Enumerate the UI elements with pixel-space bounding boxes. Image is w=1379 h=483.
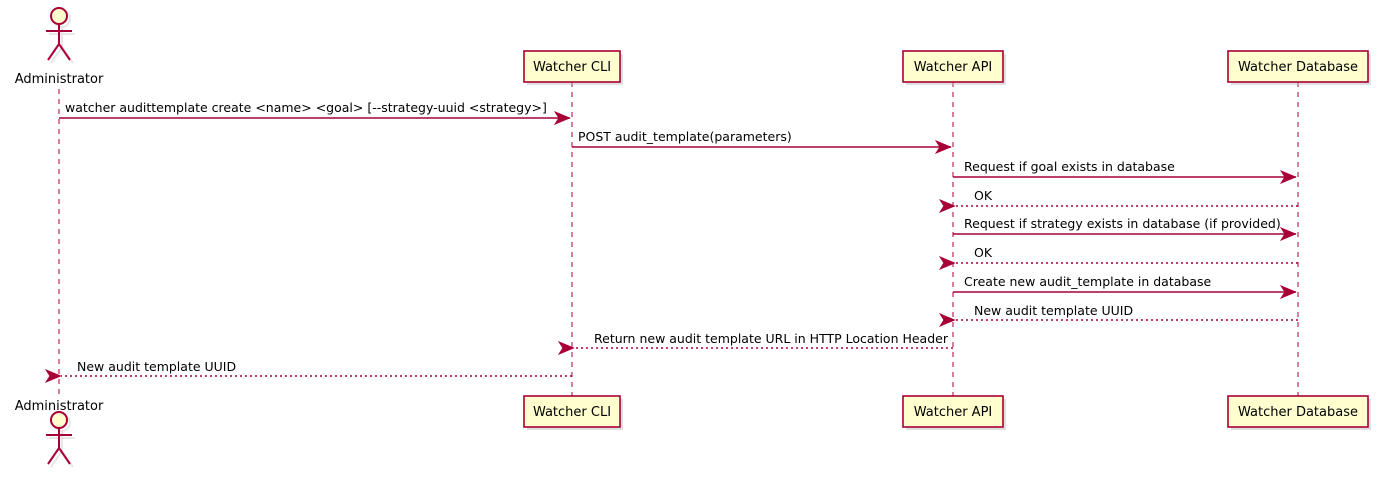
message-label-10: New audit template UUID bbox=[77, 359, 236, 374]
actor-leg-left bbox=[47, 447, 60, 465]
participant-boxes-top-group: Watcher CLI Watcher API Watcher Database bbox=[523, 50, 1371, 85]
message-6[interactable]: OK bbox=[938, 245, 1298, 270]
message-9[interactable]: Return new audit template URL in HTTP Lo… bbox=[557, 331, 953, 355]
message-4[interactable]: OK bbox=[938, 188, 1298, 213]
message-label-8: New audit template UUID bbox=[974, 303, 1133, 318]
actor-head-icon bbox=[50, 7, 68, 25]
messages-group: watcher audittemplate create <name> <goa… bbox=[44, 100, 1298, 383]
message-label-4: OK bbox=[974, 188, 993, 203]
participant-box-rect bbox=[902, 395, 1004, 428]
message-8[interactable]: New audit template UUID bbox=[938, 303, 1298, 327]
actor-head-icon bbox=[50, 411, 68, 429]
actor-administrator-top[interactable]: Administrator bbox=[15, 7, 104, 87]
message-2[interactable]: POST audit_template(parameters) bbox=[572, 129, 952, 154]
actors-bottom-group: Administrator bbox=[15, 399, 104, 468]
actor-leg-left bbox=[47, 43, 60, 61]
actor-administrator-bottom[interactable]: Administrator bbox=[15, 399, 104, 468]
participant-box-watcher-api-bottom[interactable]: Watcher API bbox=[902, 395, 1006, 430]
message-label-6: OK bbox=[974, 245, 993, 260]
actor-leg-right bbox=[58, 43, 71, 61]
message-label-2: POST audit_template(parameters) bbox=[578, 129, 792, 144]
participant-box-watcher-database-top[interactable]: Watcher Database bbox=[1227, 50, 1371, 85]
message-label-7: Create new audit_template in database bbox=[964, 274, 1211, 289]
participant-label-watcher-database: Watcher Database bbox=[1238, 60, 1358, 75]
participant-box-watcher-cli-bottom[interactable]: Watcher CLI bbox=[523, 395, 623, 430]
message-5[interactable]: Request if strategy exists in database (… bbox=[953, 216, 1297, 241]
participant-label-watcher-cli: Watcher CLI bbox=[533, 60, 611, 75]
participant-box-watcher-database-bottom[interactable]: Watcher Database bbox=[1227, 395, 1371, 430]
message-1[interactable]: watcher audittemplate create <name> <goa… bbox=[59, 100, 571, 125]
participant-box-rect bbox=[1227, 50, 1369, 83]
participant-label-watcher-api: Watcher API bbox=[914, 60, 993, 75]
participant-box-watcher-api-top[interactable]: Watcher API bbox=[902, 50, 1006, 85]
actor-leg-right bbox=[58, 447, 71, 465]
actors-top-group: Administrator bbox=[15, 7, 104, 87]
participant-box-rect bbox=[523, 50, 621, 83]
message-label-3: Request if goal exists in database bbox=[964, 159, 1175, 174]
participant-box-rect bbox=[523, 395, 621, 428]
participant-boxes-bottom-group: Watcher CLI Watcher API Watcher Database bbox=[523, 395, 1371, 430]
message-label-9: Return new audit template URL in HTTP Lo… bbox=[594, 331, 949, 346]
participant-label-watcher-api: Watcher API bbox=[914, 405, 993, 420]
message-7[interactable]: Create new audit_template in database bbox=[953, 274, 1297, 299]
message-10[interactable]: New audit template UUID bbox=[44, 359, 572, 383]
actor-label-administrator: Administrator bbox=[15, 72, 104, 87]
participant-box-rect bbox=[1227, 395, 1369, 428]
participant-label-watcher-database: Watcher Database bbox=[1238, 405, 1358, 420]
participant-box-watcher-cli-top[interactable]: Watcher CLI bbox=[523, 50, 623, 85]
participant-label-watcher-cli: Watcher CLI bbox=[533, 405, 611, 420]
participant-box-rect bbox=[902, 50, 1004, 83]
message-3[interactable]: Request if goal exists in database bbox=[953, 159, 1297, 184]
message-label-5: Request if strategy exists in database (… bbox=[964, 216, 1281, 231]
actor-label-administrator: Administrator bbox=[15, 399, 104, 414]
message-label-1: watcher audittemplate create <name> <goa… bbox=[65, 100, 547, 115]
